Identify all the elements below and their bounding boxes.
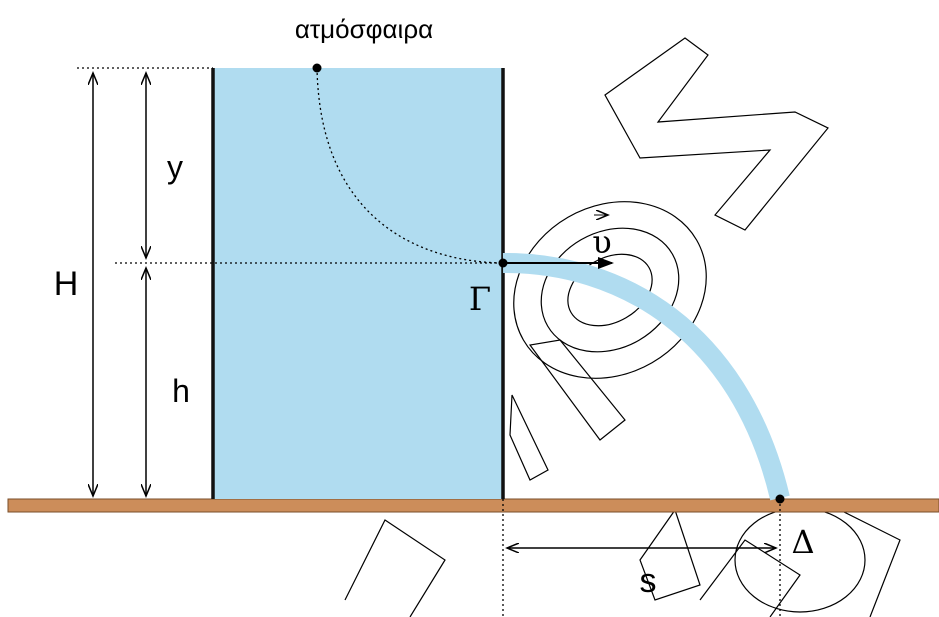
point-delta	[775, 494, 785, 504]
top-surface-point	[312, 63, 322, 73]
label-y: y	[167, 149, 183, 185]
atmosphere-label: ατμόσφαιρα	[295, 14, 433, 44]
guide-lines	[77, 67, 781, 617]
label-s: s	[640, 562, 657, 600]
ground	[7, 498, 939, 513]
label-H: H	[54, 265, 79, 303]
water-jet	[502, 252, 790, 501]
label-h: h	[172, 373, 190, 409]
label-delta: Δ	[791, 523, 814, 561]
label-velocity: υ	[592, 223, 611, 261]
tank-water	[213, 68, 503, 499]
label-gamma: Γ	[469, 280, 491, 318]
